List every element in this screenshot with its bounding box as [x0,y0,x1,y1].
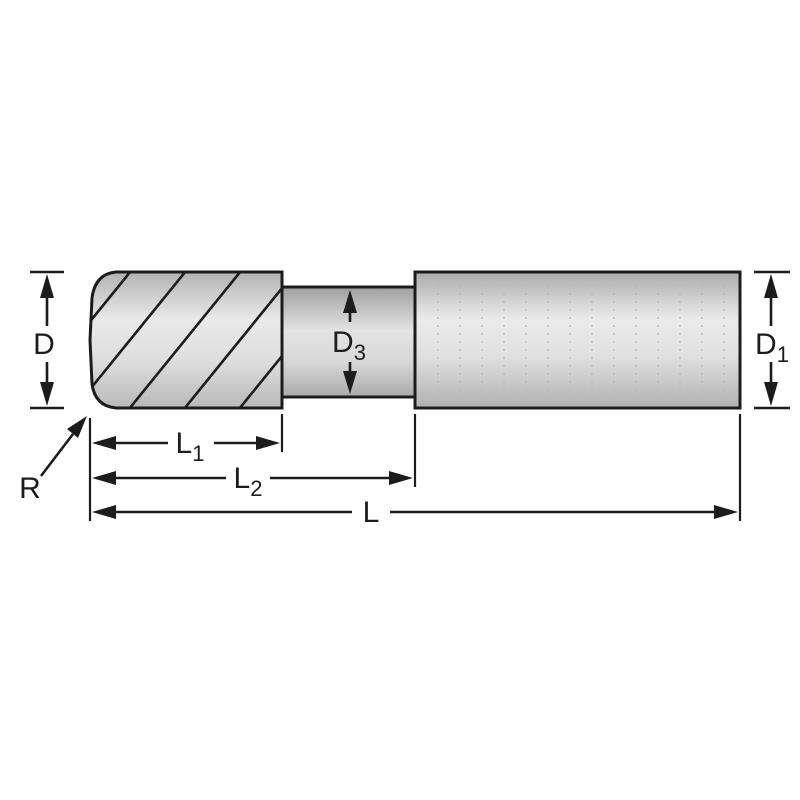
dim-overall-length [92,505,738,519]
arrowhead-up-icon [343,290,357,313]
arrowhead-corner-icon [67,416,87,438]
arrowhead-left-icon [92,436,116,450]
dim-cutting-diameter [30,270,64,410]
arrowhead-left-icon [92,505,116,519]
arrowhead-down-icon [764,382,778,406]
dim-length-to-neck [92,471,413,485]
arrowhead-down-icon [40,382,54,406]
extension-lines [88,414,742,521]
tool-body [88,270,742,410]
shank-texture-lines [437,277,725,403]
dim-neck-diameter [343,290,357,394]
arrowhead-left-icon [92,471,116,485]
arrowhead-up-icon [40,274,54,298]
label-shank-diameter: D1 [755,328,789,367]
flute-hatch-lines [90,272,282,408]
label-corner-radius: R [19,472,41,505]
arrowhead-up-icon [764,274,778,298]
dim-flute-length [92,436,280,450]
label-cutting-diameter: D [33,328,55,361]
arrowhead-right-icon [389,471,413,485]
shank-section [413,270,742,410]
arrowhead-right-icon [256,436,280,450]
dim-corner-radius [39,416,87,477]
label-neck-diameter: D3 [332,326,366,365]
label-flute-length: L1 [176,427,205,466]
label-length-to-neck: L2 [234,462,263,501]
label-overall-length: L [363,496,380,529]
arrowhead-right-icon [714,505,738,519]
arrowhead-down-icon [343,371,357,394]
dim-shank-diameter [754,270,790,410]
